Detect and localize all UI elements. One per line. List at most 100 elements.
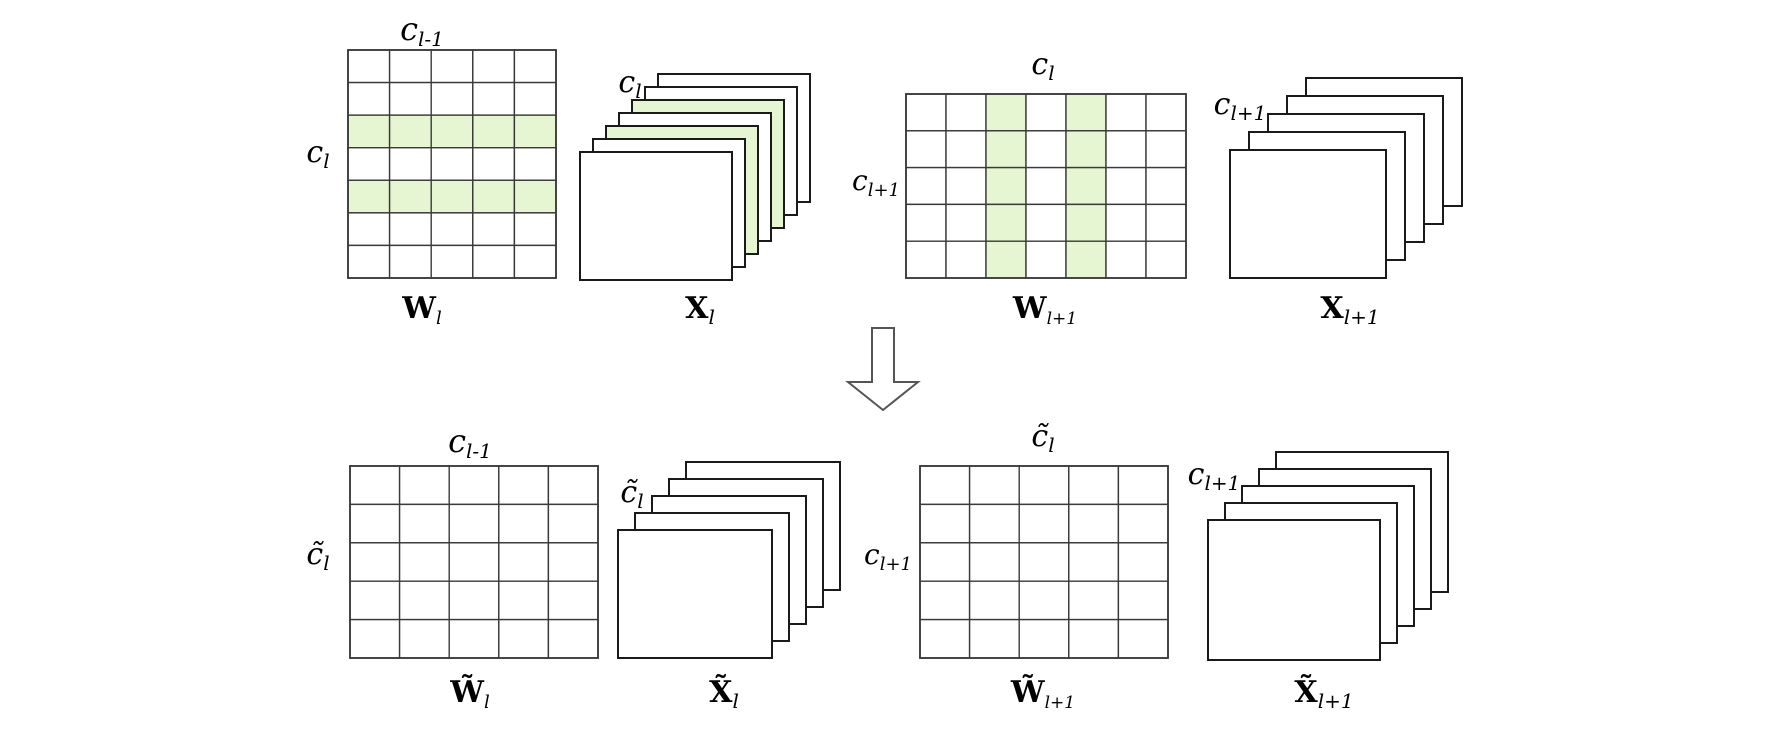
matrix-cell: [513, 244, 557, 279]
bottom-w-l1-grid: [919, 465, 1169, 659]
matrix-cell-highlighted: [1065, 203, 1107, 242]
matrix-cell: [349, 465, 401, 506]
matrix-cell-highlighted: [1065, 93, 1107, 132]
bottom-w-l-matrix: cl-1 c̃l W̃l: [306, 422, 599, 713]
matrix-cell: [1018, 542, 1070, 582]
matrix-cell: [1018, 618, 1070, 659]
matrix-cell: [498, 542, 550, 582]
matrix-cell: [945, 130, 987, 169]
top-x-l1-layers: [1229, 77, 1463, 279]
matrix-cell: [388, 147, 432, 181]
matrix-cell: [905, 166, 947, 206]
matrix-cell: [448, 503, 500, 544]
matrix-cell: [1018, 465, 1070, 506]
matrix-cell: [513, 81, 557, 116]
matrix-cell-highlighted: [985, 166, 1027, 206]
matrix-cell: [448, 618, 500, 659]
bottom-x-l1-name: X̃l+1: [1294, 675, 1353, 713]
matrix-cell-highlighted: [513, 114, 557, 149]
matrix-cell: [513, 212, 557, 247]
matrix-cell-highlighted: [985, 203, 1027, 242]
matrix-cell: [1068, 465, 1120, 506]
matrix-cell: [919, 580, 971, 621]
matrix-cell: [919, 503, 971, 544]
matrix-cell-highlighted: [430, 179, 474, 214]
bottom-w-l-row-label: c̃l: [306, 537, 329, 575]
matrix-cell: [430, 212, 474, 247]
matrix-cell: [430, 244, 474, 279]
matrix-cell: [905, 93, 947, 132]
matrix-cell: [919, 542, 971, 582]
matrix-cell: [968, 542, 1020, 582]
matrix-cell: [945, 93, 987, 132]
bottom-x-l-channel-label: c̃l: [620, 475, 643, 513]
top-x-l1-stack: cl+1 Xl+1: [1214, 77, 1463, 329]
top-w-l1-grid: [905, 93, 1187, 279]
feature-map: [579, 151, 733, 281]
bottom-x-l-stack: c̃l X̃l: [617, 461, 841, 713]
top-w-l-name: Wl: [401, 291, 442, 329]
matrix-cell: [498, 465, 550, 506]
matrix-cell: [1068, 618, 1120, 659]
matrix-cell: [398, 503, 450, 544]
matrix-cell: [919, 465, 971, 506]
matrix-cell: [472, 147, 516, 181]
matrix-cell: [1105, 166, 1147, 206]
matrix-cell-highlighted: [472, 179, 516, 214]
matrix-cell: [349, 503, 401, 544]
down-arrow-icon: [845, 327, 921, 412]
matrix-cell: [1145, 240, 1187, 279]
matrix-cell: [1105, 240, 1147, 279]
matrix-cell: [968, 580, 1020, 621]
matrix-cell: [1025, 166, 1067, 206]
matrix-cell: [513, 49, 557, 84]
matrix-cell: [498, 503, 550, 544]
bottom-w-l-grid: [349, 465, 599, 659]
matrix-cell: [498, 618, 550, 659]
matrix-cell: [430, 81, 474, 116]
matrix-cell: [398, 542, 450, 582]
matrix-border: [919, 465, 1169, 659]
matrix-cell: [547, 503, 599, 544]
matrix-cell: [388, 81, 432, 116]
matrix-cell-highlighted: [388, 114, 432, 149]
matrix-cell: [1117, 542, 1169, 582]
matrix-cell: [513, 147, 557, 181]
top-x-l1-name: Xl+1: [1320, 291, 1379, 329]
matrix-cell-highlighted: [985, 240, 1027, 279]
top-w-l1-col-label: cl: [1031, 47, 1054, 85]
top-w-l1-matrix: cl cl+1 Wl+1: [852, 47, 1187, 329]
bottom-x-l1-layers: [1207, 451, 1449, 661]
matrix-cell: [398, 618, 450, 659]
matrix-cell-highlighted: [1065, 166, 1107, 206]
matrix-cell: [1105, 130, 1147, 169]
top-w-l1-row-label: cl+1: [852, 164, 900, 201]
matrix-cell: [430, 147, 474, 181]
matrix-cell: [968, 465, 1020, 506]
matrix-cell: [945, 203, 987, 242]
matrix-cell: [905, 203, 947, 242]
matrix-cell-highlighted: [430, 114, 474, 149]
matrix-cell: [448, 465, 500, 506]
matrix-cell: [1117, 580, 1169, 621]
matrix-cell: [968, 618, 1020, 659]
top-x-l-channel-label: cl: [618, 65, 641, 103]
matrix-cell: [1105, 93, 1147, 132]
matrix-cell: [347, 147, 391, 181]
matrix-cell: [448, 542, 500, 582]
top-x-l1-channel-label: cl+1: [1214, 87, 1267, 125]
matrix-cell: [1018, 503, 1070, 544]
matrix-cell: [347, 244, 391, 279]
matrix-cell: [347, 49, 391, 84]
matrix-cell: [968, 503, 1020, 544]
matrix-cell: [347, 81, 391, 116]
bottom-x-l-layers: [617, 461, 841, 659]
bottom-x-l-name: X̃l: [709, 675, 739, 713]
top-x-l-layers: [579, 73, 811, 281]
matrix-cell-highlighted: [985, 93, 1027, 132]
top-x-l-name: Xl: [685, 291, 715, 329]
matrix-cell-highlighted: [513, 179, 557, 214]
matrix-cell: [547, 465, 599, 506]
matrix-cell: [1145, 130, 1187, 169]
